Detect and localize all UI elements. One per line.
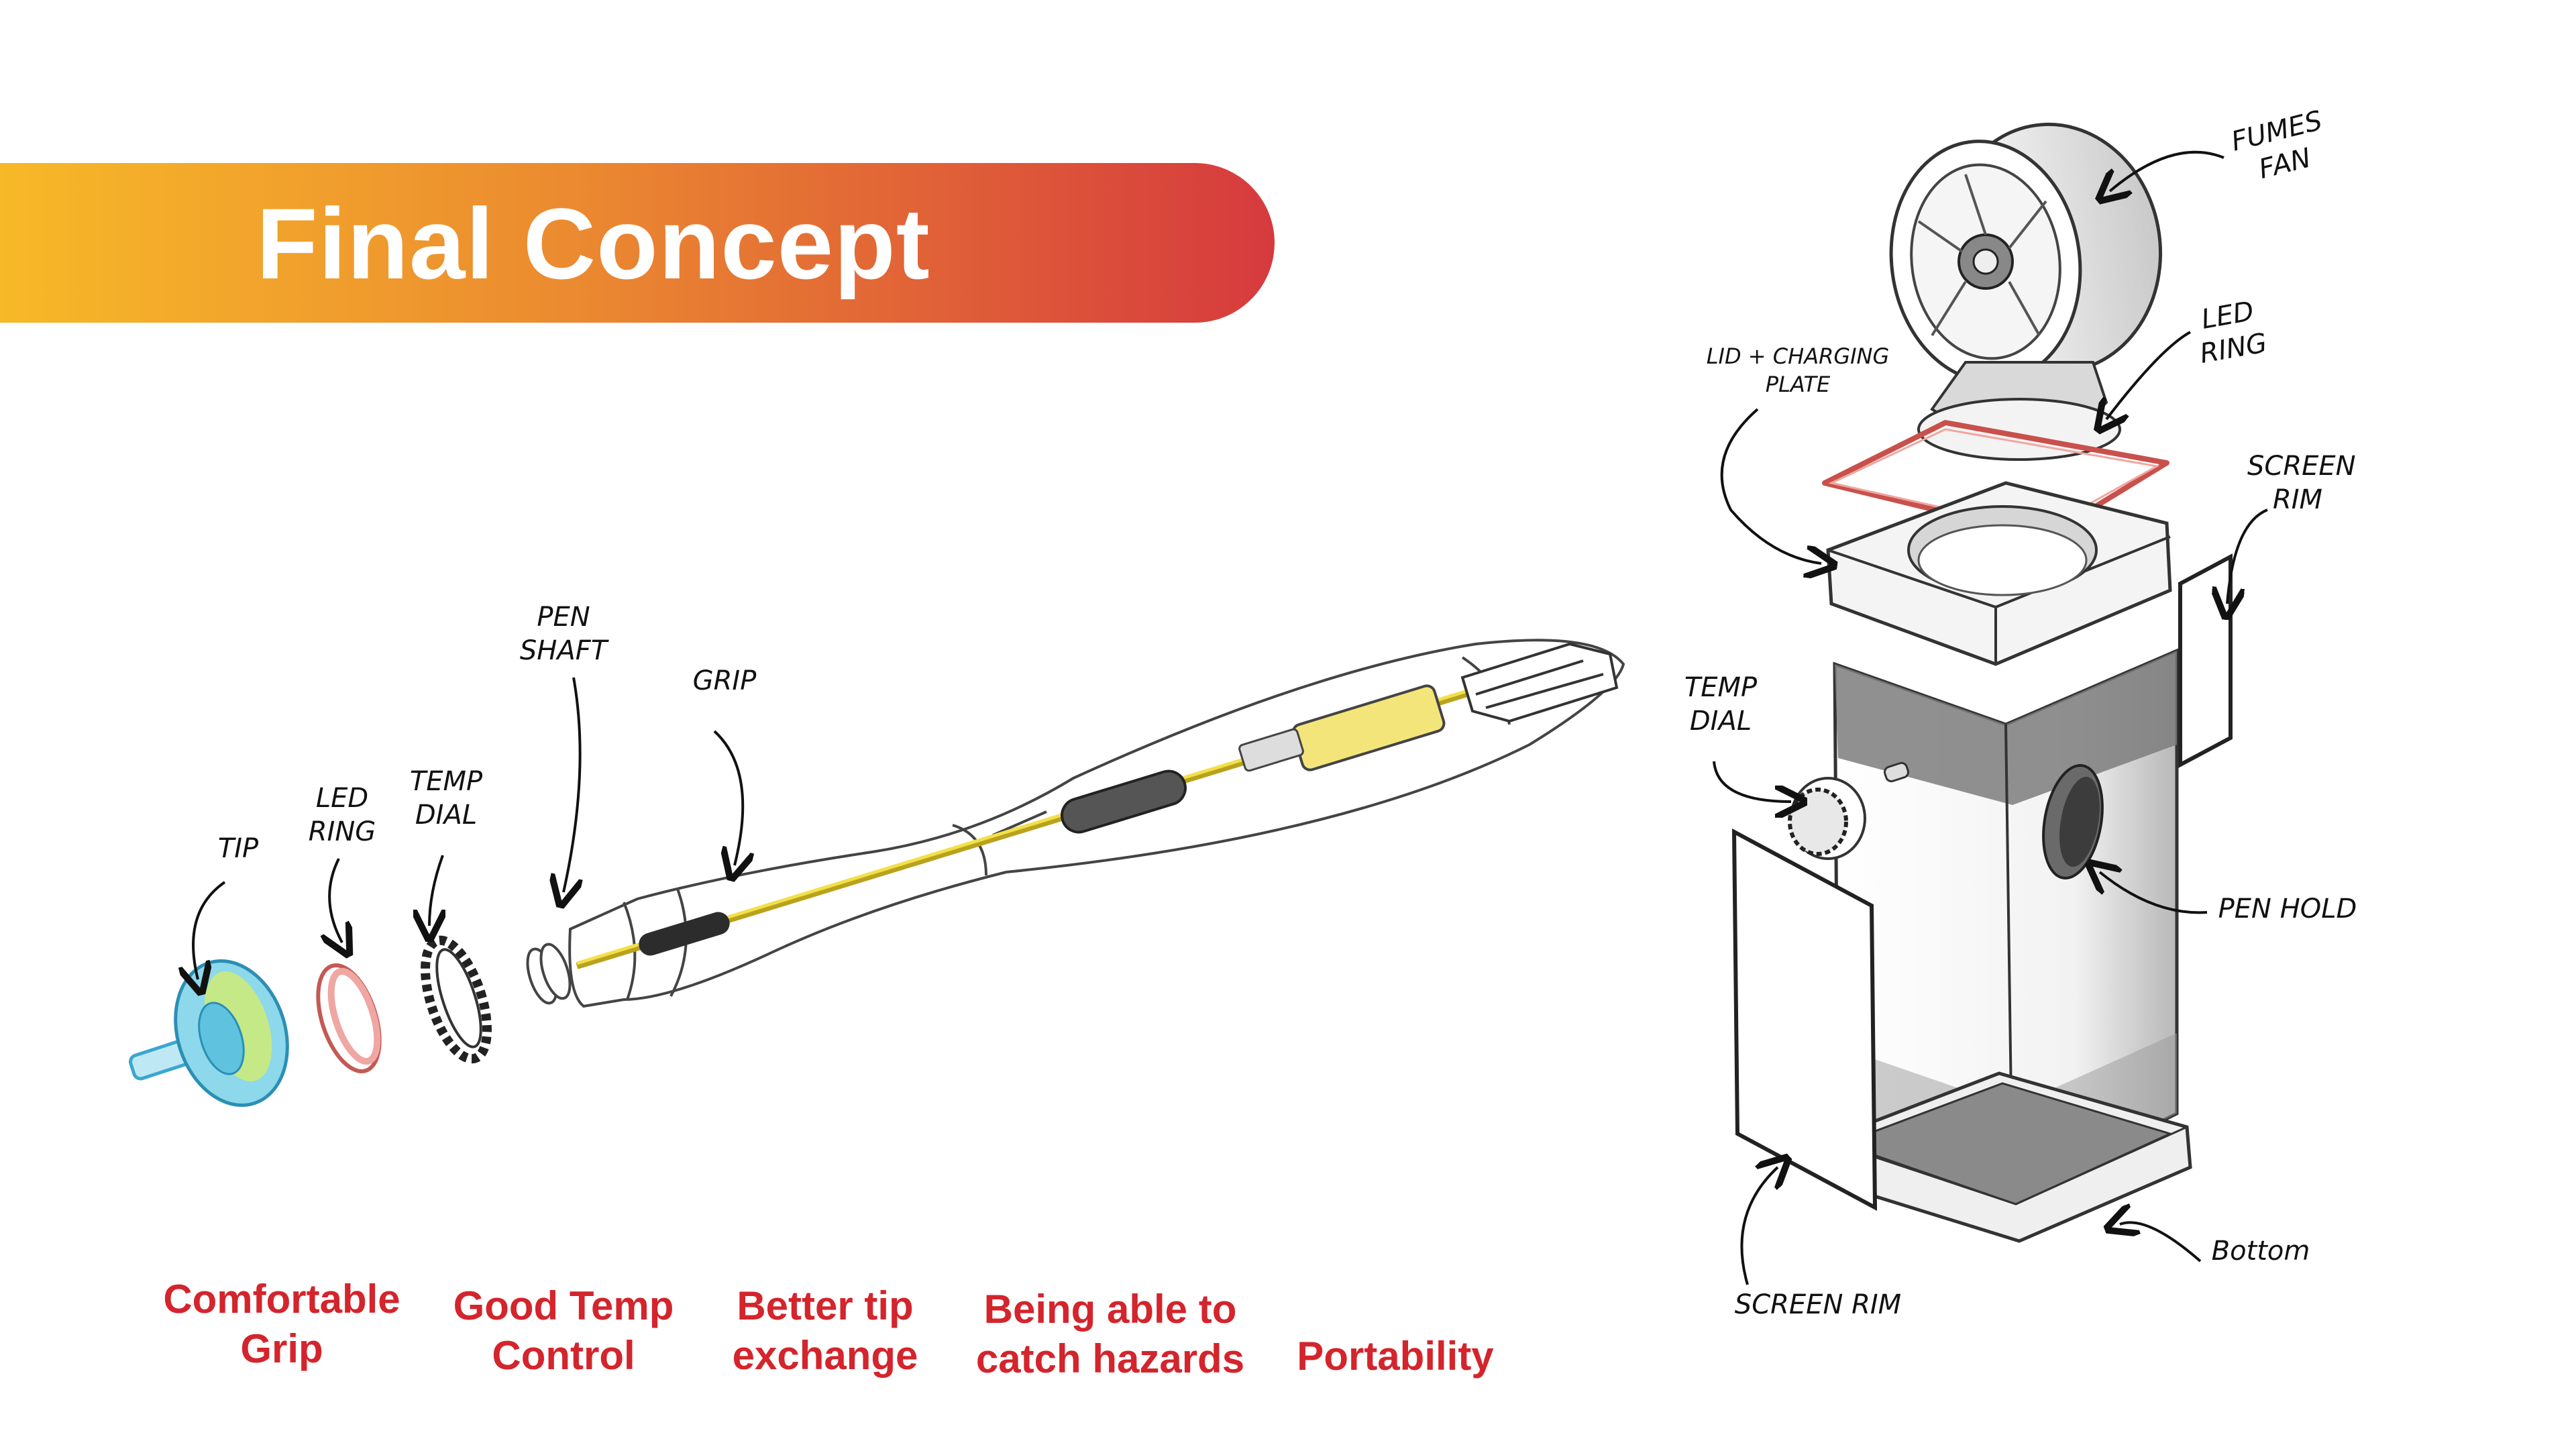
label-tip: TIP bbox=[217, 833, 259, 864]
label-lid-charging-plate: LID + CHARGING PLATE bbox=[1706, 343, 1890, 397]
label-grip: GRIP bbox=[692, 665, 757, 696]
pen-callout-arrows bbox=[193, 677, 743, 979]
fan-base-part bbox=[1917, 361, 2121, 461]
label-screen-rim-bottom: SCREEN RIM bbox=[1734, 1289, 1902, 1320]
charging-station bbox=[1731, 122, 2233, 1243]
feature-catch-hazards: Being able to catch hazards bbox=[975, 1287, 1245, 1381]
label-screen-rim-top: SCREEN RIM bbox=[2247, 451, 2356, 515]
label-pen-led-ring: LED RING bbox=[308, 783, 376, 847]
page-title: Final Concept bbox=[256, 187, 930, 300]
fumes-fan-part bbox=[1889, 122, 2163, 384]
pen-end-cap bbox=[1460, 642, 1619, 723]
label-bottom: Bottom bbox=[2211, 1236, 2310, 1267]
pen-shaft-coupler bbox=[526, 943, 572, 1005]
station-callout-arrows bbox=[1713, 150, 2268, 1285]
pen-led-ring-part bbox=[316, 963, 382, 1073]
feature-better-tip-exchange: Better tip exchange bbox=[732, 1283, 918, 1378]
pen-tip-part bbox=[128, 959, 289, 1107]
station-temp-dial-part bbox=[1788, 777, 1866, 860]
label-station-temp-dial: TEMP DIAL bbox=[1684, 672, 1758, 737]
title-banner bbox=[0, 163, 1275, 323]
screen-rim-bottom-panel bbox=[1731, 828, 1878, 1212]
label-pen-hold: PEN HOLD bbox=[2218, 894, 2357, 924]
lid-charging-plate-part bbox=[1826, 481, 2172, 666]
feature-portability: Portability bbox=[1297, 1334, 1494, 1379]
feature-comfortable-grip: Comfortable Grip bbox=[163, 1277, 400, 1371]
pen-exploded-view bbox=[128, 639, 1625, 1107]
label-pen-temp-dial: TEMP DIAL bbox=[409, 766, 483, 830]
screen-rim-top-panel bbox=[2178, 553, 2233, 768]
feature-good-temp-control: Good Temp Control bbox=[453, 1283, 674, 1378]
pen-temp-dial-part bbox=[421, 935, 492, 1064]
label-pen-shaft: PEN SHAFT bbox=[519, 602, 608, 666]
